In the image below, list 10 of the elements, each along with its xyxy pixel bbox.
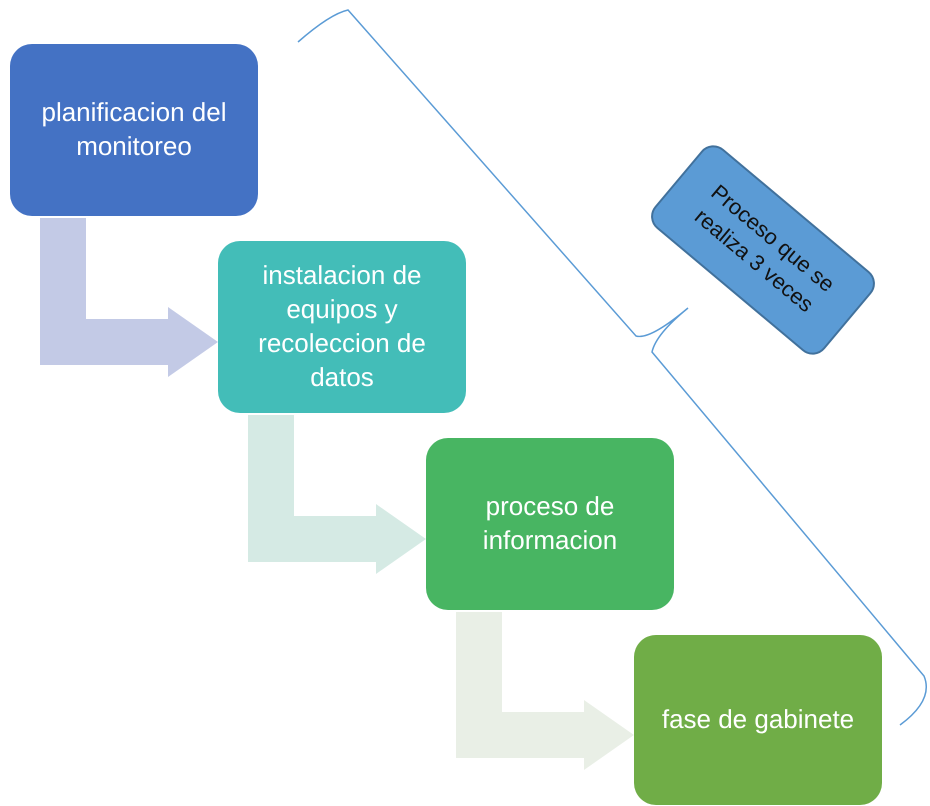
process-box (634, 635, 882, 805)
process-box (426, 438, 674, 610)
box-label: instalacion de equipos y recoleccion de datos (257, 259, 427, 394)
box-label: fase de gabinete (662, 703, 854, 736)
bent-arrow (456, 612, 634, 770)
box-label: planificacion del monitoreo (40, 96, 228, 163)
box-label: proceso de informacion (482, 490, 618, 557)
process-box (218, 241, 466, 413)
process-box (10, 44, 258, 216)
bent-arrow (248, 415, 426, 574)
